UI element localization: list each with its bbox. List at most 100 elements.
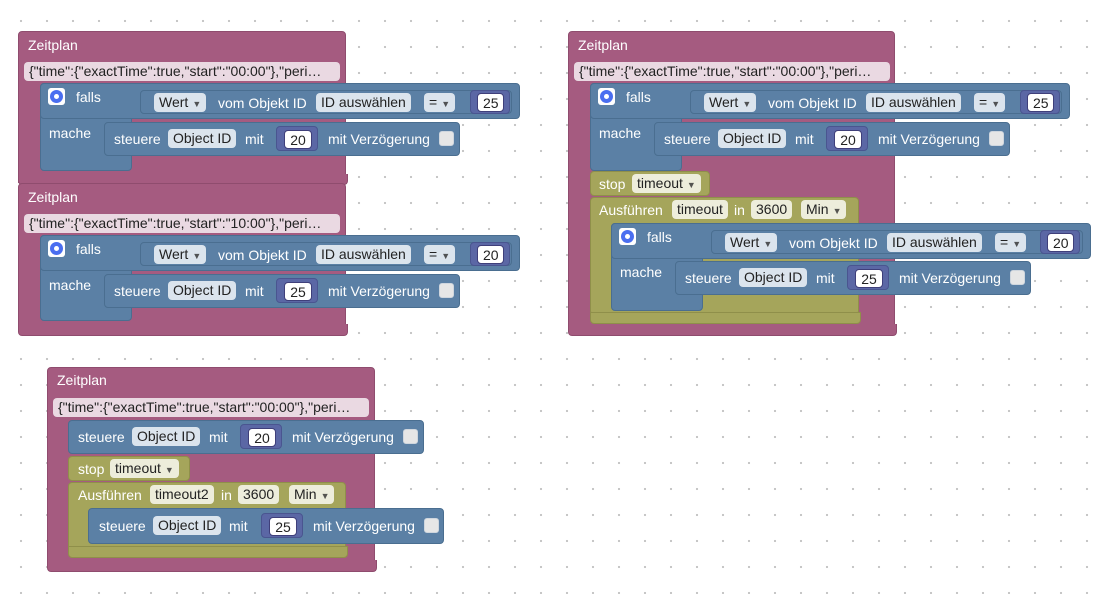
checkbox-icon[interactable] [989, 131, 1004, 146]
value-dropdown-label: Wert [159, 246, 189, 262]
checkbox-icon[interactable] [424, 518, 439, 533]
timer-name-field-1[interactable]: timeout2 [150, 485, 214, 504]
number-field-10[interactable]: 25 [855, 269, 883, 288]
value-dropdown-label: Wert [730, 234, 760, 250]
operator-dropdown-1[interactable]: =▼ [424, 93, 456, 112]
if-label-3: falls [626, 89, 651, 105]
number-field-1[interactable]: 25 [477, 93, 504, 112]
unit-dropdown-2[interactable]: Min▼ [801, 200, 847, 219]
number-field-4[interactable]: 25 [284, 282, 312, 301]
delay-label-5: mit Verzögerung [878, 131, 980, 147]
value-dropdown-4[interactable]: Wert▼ [725, 233, 778, 252]
schedule-title-2: Zeitplan [28, 189, 78, 205]
timer-dropdown-label: timeout [637, 175, 683, 191]
object-id-button-2[interactable]: Object ID [168, 281, 237, 300]
schedule-block-3-footer [47, 560, 377, 572]
number-field-3[interactable]: 20 [477, 245, 504, 264]
unit-label: Min [806, 201, 829, 217]
delay-label-6: mit Verzögerung [899, 270, 1001, 286]
do-label-1: mache [49, 125, 92, 141]
control-label-1: steuere [114, 131, 161, 147]
operator-dropdown-3[interactable]: =▼ [974, 93, 1006, 112]
timer-dropdown-1[interactable]: timeout▼ [110, 459, 179, 478]
value-dropdown-label: Wert [159, 94, 189, 110]
object-id-button-5[interactable]: Object ID [718, 129, 787, 148]
schedule-title-1: Zeitplan [28, 37, 78, 53]
number-field-5[interactable]: 20 [248, 428, 276, 447]
if-label-2: falls [76, 241, 101, 257]
execute-label-1: Ausführen [78, 487, 142, 503]
object-id-button-4[interactable]: Object ID [153, 516, 222, 535]
execute-timer-block-1-footer [68, 546, 348, 558]
cron-field-4[interactable]: {"time":{"exactTime":true,"start":"00:00… [574, 62, 890, 81]
of-object-label-1: vom Objekt ID [218, 95, 307, 111]
cron-field-2[interactable]: {"time":{"exactTime":true,"start":"10:00… [24, 214, 340, 233]
number-field-8[interactable]: 20 [834, 130, 862, 149]
gear-icon[interactable] [48, 240, 65, 257]
select-id-button-1[interactable]: ID auswählen [316, 93, 411, 112]
dropdown-arrow-icon: ▼ [1012, 239, 1022, 249]
cron-field-1[interactable]: {"time":{"exactTime":true,"start":"00:00… [24, 62, 340, 81]
duration-field-2[interactable]: 3600 [751, 200, 793, 219]
operator-dropdown-4[interactable]: =▼ [995, 233, 1027, 252]
duration-field-1[interactable]: 3600 [238, 485, 280, 504]
dropdown-arrow-icon: ▼ [763, 239, 773, 249]
delay-label-4: mit Verzögerung [313, 518, 415, 534]
control-label-5: steuere [664, 131, 711, 147]
of-object-label-3: vom Objekt ID [768, 95, 857, 111]
number-field-9[interactable]: 20 [1047, 233, 1074, 252]
value-dropdown-1[interactable]: Wert▼ [154, 93, 207, 112]
execute-timer-block-2-footer [590, 312, 861, 324]
with-label-6: mit [816, 270, 835, 286]
in-label-2: in [734, 202, 745, 218]
checkbox-icon[interactable] [439, 283, 454, 298]
of-object-label-2: vom Objekt ID [218, 247, 307, 263]
dropdown-arrow-icon: ▼ [742, 99, 752, 109]
select-id-button-3[interactable]: ID auswählen [866, 93, 961, 112]
cron-field-3[interactable]: {"time":{"exactTime":true,"start":"00:00… [53, 398, 369, 417]
dropdown-arrow-icon: ▼ [991, 99, 1001, 109]
dropdown-arrow-icon: ▼ [441, 99, 451, 109]
dropdown-arrow-icon: ▼ [320, 491, 330, 501]
schedule-block-4-footer [568, 324, 897, 336]
with-label-1: mit [245, 131, 264, 147]
operator-label: = [429, 246, 438, 262]
value-dropdown-2[interactable]: Wert▼ [154, 245, 207, 264]
checkbox-icon[interactable] [439, 131, 454, 146]
in-label-1: in [221, 487, 232, 503]
number-field-6[interactable]: 25 [269, 517, 297, 536]
with-label-4: mit [229, 518, 248, 534]
timer-dropdown-2[interactable]: timeout▼ [632, 174, 701, 193]
object-id-button-1[interactable]: Object ID [168, 129, 237, 148]
select-id-button-2[interactable]: ID auswählen [316, 245, 411, 264]
checkbox-icon[interactable] [1010, 270, 1025, 285]
control-label-4: steuere [99, 518, 146, 534]
delay-label-1: mit Verzögerung [328, 131, 430, 147]
if-label-4: falls [647, 229, 672, 245]
dropdown-arrow-icon: ▼ [164, 465, 174, 475]
of-object-label-4: vom Objekt ID [789, 235, 878, 251]
operator-label: = [1000, 234, 1009, 250]
select-id-button-4[interactable]: ID auswählen [887, 233, 982, 252]
object-id-button-6[interactable]: Object ID [739, 268, 808, 287]
timer-name-field-2[interactable]: timeout [672, 200, 728, 219]
stop-label-2: stop [599, 176, 626, 192]
object-id-button-3[interactable]: Object ID [132, 427, 201, 446]
control-label-2: steuere [114, 283, 161, 299]
gear-icon[interactable] [48, 88, 65, 105]
operator-label: = [429, 94, 438, 110]
operator-label: = [979, 94, 988, 110]
unit-dropdown-1[interactable]: Min▼ [289, 485, 335, 504]
gear-icon[interactable] [619, 228, 636, 245]
value-dropdown-3[interactable]: Wert▼ [704, 93, 757, 112]
operator-dropdown-2[interactable]: =▼ [424, 245, 456, 264]
checkbox-icon[interactable] [403, 429, 418, 444]
gear-icon[interactable] [598, 88, 615, 105]
number-field-7[interactable]: 25 [1027, 93, 1054, 112]
with-label-3: mit [209, 429, 228, 445]
schedule-title-4: Zeitplan [578, 37, 628, 53]
delay-label-3: mit Verzögerung [292, 429, 394, 445]
dropdown-arrow-icon: ▼ [832, 206, 842, 216]
number-field-2[interactable]: 20 [284, 130, 312, 149]
control-label-3: steuere [78, 429, 125, 445]
